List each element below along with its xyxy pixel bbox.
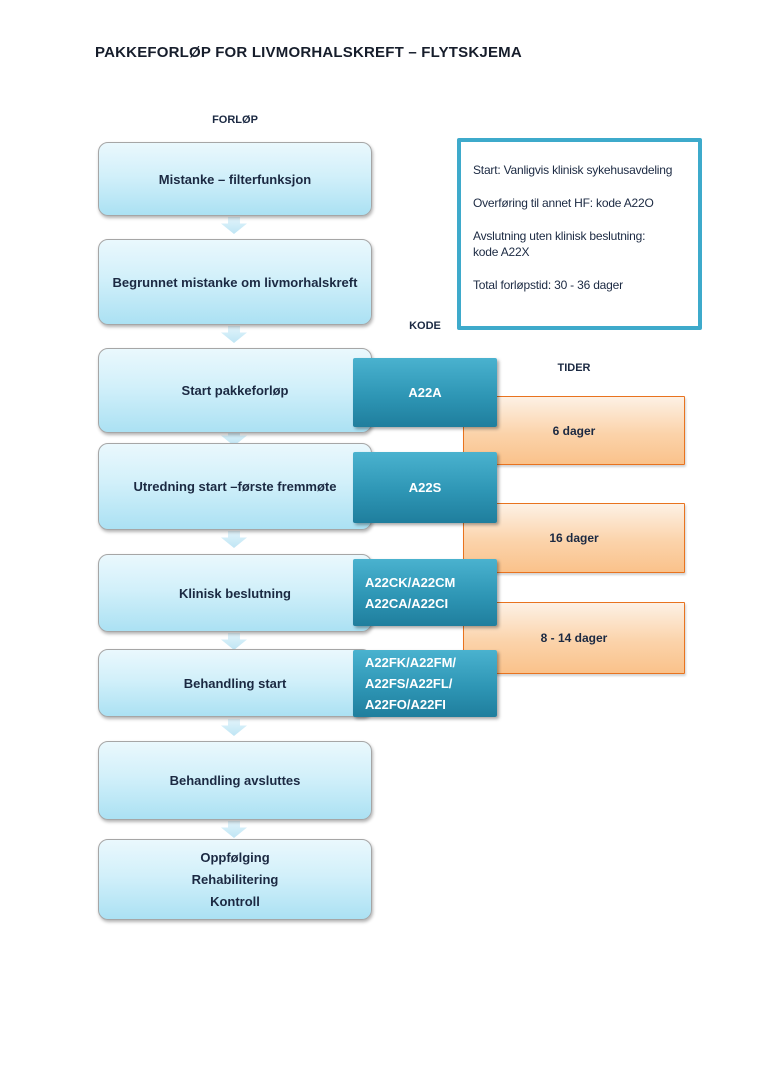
info-line-start: Start: Vanligvis klinisk sykehusavdeling xyxy=(473,163,673,177)
code-badge-klinisk-beslutning: A22CK/A22CM A22CA/A22CI xyxy=(353,559,497,626)
down-arrow-icon xyxy=(221,719,247,736)
down-arrow-icon xyxy=(221,531,247,548)
info-box: Start: Vanligvis klinisk sykehusavdeling… xyxy=(457,138,702,330)
down-arrow-icon xyxy=(221,217,247,234)
down-arrow-icon xyxy=(221,821,247,838)
code-badge-a22a: A22A xyxy=(353,358,497,427)
down-arrow-icon xyxy=(221,326,247,343)
column-label-forlop: FORLØP xyxy=(212,114,258,126)
code-badge-a22s: A22S xyxy=(353,452,497,523)
info-line-avslutning: Avslutning uten klinisk beslutning: kode… xyxy=(473,229,646,259)
flow-box-start-pakkeforlop: Start pakkeforløp xyxy=(98,348,372,433)
flow-box-oppfolging-rehabilitering-kontroll: Oppfølging Rehabilitering Kontroll xyxy=(98,839,372,920)
code-badge-behandling-start: A22FK/A22FM/ A22FS/A22FL/ A22FO/A22FI xyxy=(353,650,497,717)
info-line-overforing: Overføring til annet HF: kode A22O xyxy=(473,196,654,210)
page-title: PAKKEFORLØP FOR LIVMORHALSKREFT – FLYTSK… xyxy=(95,44,522,61)
info-line-total-forlopstid: Total forløpstid: 30 - 36 dager xyxy=(473,278,623,292)
flow-box-behandling-start: Behandling start xyxy=(98,649,372,717)
column-label-tider: TIDER xyxy=(557,362,591,374)
flow-box-klinisk-beslutning: Klinisk beslutning xyxy=(98,554,372,632)
down-arrow-icon xyxy=(221,633,247,650)
flow-box-mistanke-filterfunksjon: Mistanke – filterfunksjon xyxy=(98,142,372,216)
flow-box-begrunnet-mistanke: Begrunnet mistanke om livmorhalskreft xyxy=(98,239,372,325)
flow-box-behandling-avsluttes: Behandling avsluttes xyxy=(98,741,372,820)
column-label-kode: KODE xyxy=(409,320,441,332)
time-box-16-dager: 16 dager xyxy=(463,503,685,573)
time-box-8-14-dager: 8 - 14 dager xyxy=(463,602,685,674)
flow-box-utredning-start: Utredning start –første fremmøte xyxy=(98,443,372,530)
time-box-6-dager: 6 dager xyxy=(463,396,685,465)
